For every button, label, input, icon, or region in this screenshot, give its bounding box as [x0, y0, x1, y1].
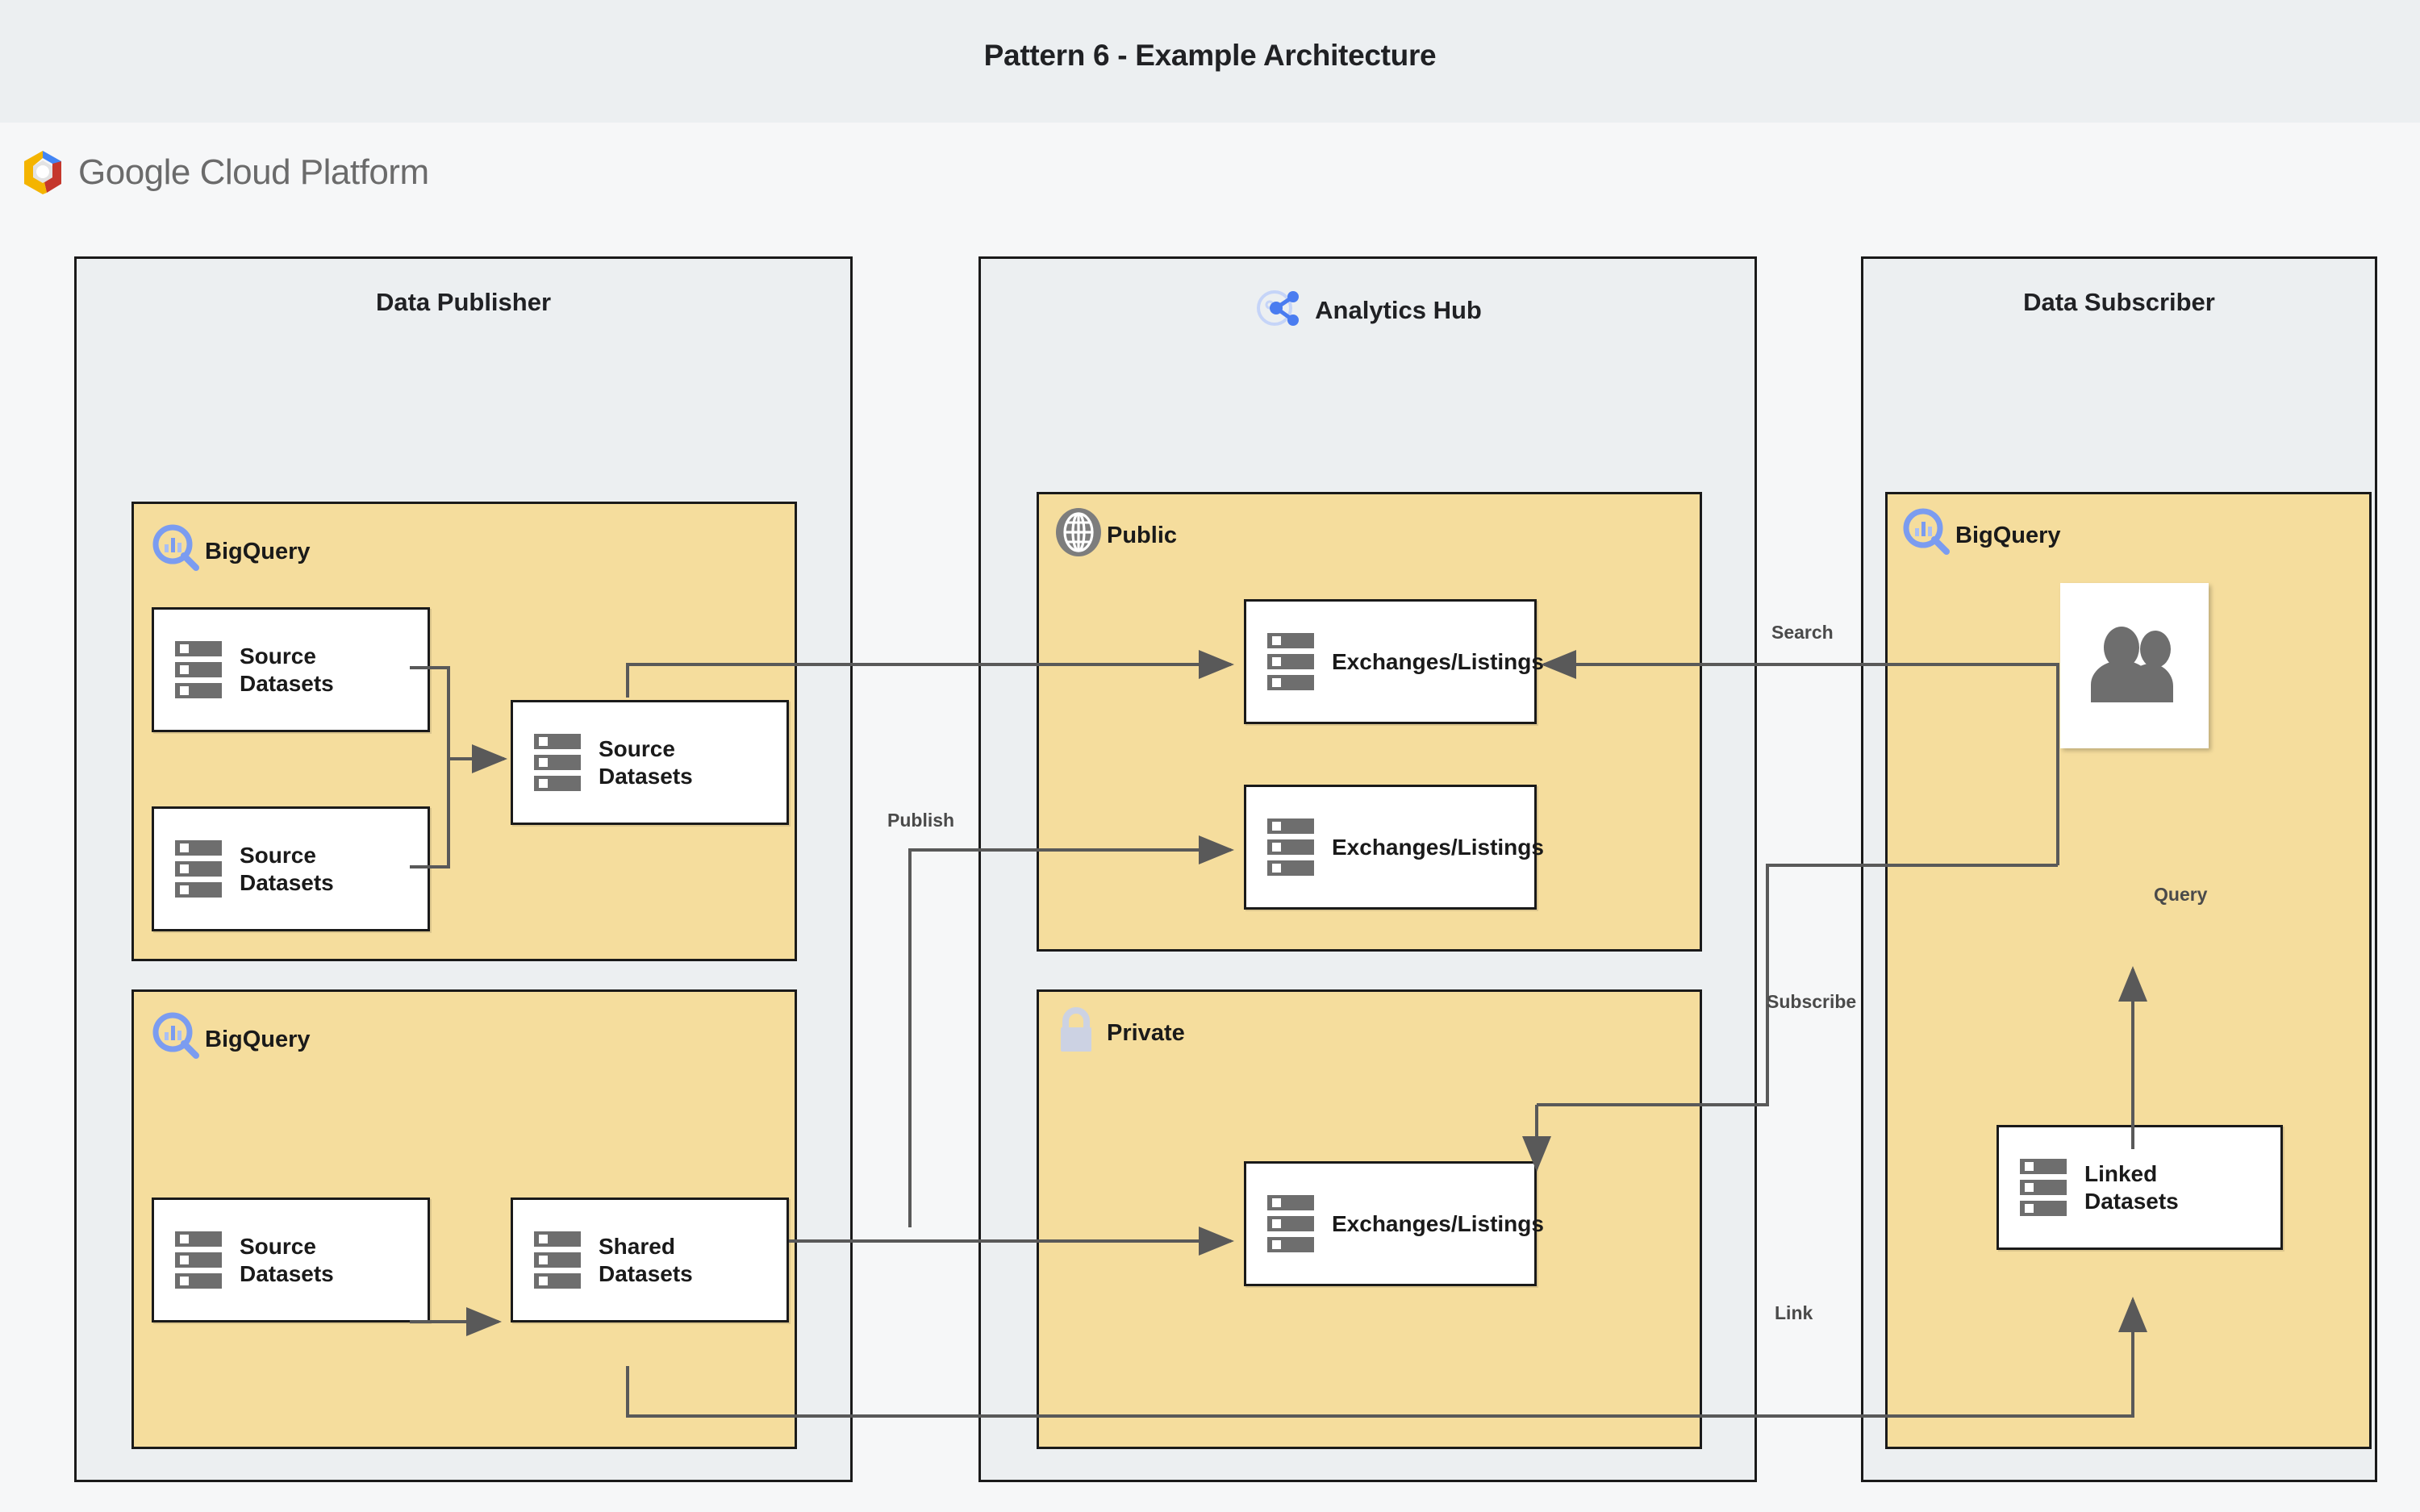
datasets-icon [175, 840, 222, 898]
analytics-hub-share-icon [1254, 283, 1304, 337]
node-source-datasets-1[interactable]: Source Datasets [152, 607, 430, 732]
edge-label-link: Link [1775, 1302, 1813, 1323]
node-label: Linked Datasets [2084, 1161, 2179, 1214]
node-label: Source Datasets [240, 843, 334, 895]
group-label-text: BigQuery [1955, 522, 2061, 548]
node-label: Exchanges/Listings [1332, 1210, 1544, 1236]
group-label-public: Public [1054, 507, 1177, 564]
bigquery-magnifier-icon [1902, 507, 1952, 564]
users-icon [2086, 625, 2183, 706]
edge-label-search: Search [1771, 622, 1834, 643]
node-source-datasets-3[interactable]: Source Datasets [511, 700, 789, 825]
brand-name: Google Cloud Platform [78, 152, 429, 192]
node-exchanges-listings-3[interactable]: Exchanges/Listings [1244, 1161, 1544, 1286]
group-label-private: Private [1054, 1005, 1185, 1061]
diagram-canvas: Google Cloud Platform Data Publisher Big… [0, 123, 2420, 1512]
datasets-icon [1267, 1195, 1314, 1252]
node-exchanges-listings-2[interactable]: Exchanges/Listings [1244, 785, 1544, 910]
zone-title-analytics-hub: Analytics Hub [981, 283, 1754, 337]
zone-title-data-publisher: Data Publisher [375, 288, 552, 316]
node-label: Source Datasets [599, 736, 693, 789]
group-label-text: Private [1107, 1019, 1185, 1046]
node-label: Exchanges/Listings [1332, 648, 1544, 674]
group-publisher-bigquery-bottom: BigQuery Source Datasets Shared Datasets [131, 989, 797, 1449]
node-source-datasets-4[interactable]: Source Datasets [152, 1198, 430, 1322]
datasets-icon [175, 641, 222, 698]
datasets-icon [175, 1231, 222, 1289]
group-label-text: BigQuery [205, 1026, 311, 1052]
datasets-icon [1267, 818, 1314, 876]
node-label: Shared Datasets [599, 1234, 693, 1286]
group-label-bigquery-top: BigQuery [152, 523, 311, 580]
datasets-icon [534, 734, 581, 791]
group-hub-private: Private Exchanges/Listings [1037, 989, 1702, 1449]
bigquery-magnifier-icon [152, 523, 202, 580]
google-cloud-hexagon-logo-icon [20, 149, 65, 196]
group-label-text: BigQuery [205, 538, 311, 564]
zone-title-data-subscriber: Data Subscriber [2023, 288, 2215, 316]
group-label-text: Public [1107, 522, 1178, 548]
title-band: Pattern 6 - Example Architecture [0, 0, 2420, 123]
zone-title-text: Analytics Hub [1315, 295, 1482, 324]
bigquery-magnifier-icon [152, 1011, 202, 1068]
group-subscriber-bigquery: BigQuery Lin [1885, 492, 2372, 1449]
node-label: Exchanges/Listings [1332, 834, 1544, 860]
padlock-icon [1054, 1005, 1099, 1061]
node-label: Source Datasets [240, 644, 334, 696]
edge-label-publish: Publish [887, 810, 955, 831]
node-source-datasets-2[interactable]: Source Datasets [152, 806, 430, 931]
group-hub-public: Public Exchanges/Listings Exchanges/List… [1037, 492, 1702, 952]
node-linked-datasets[interactable]: Linked Datasets [1996, 1125, 2283, 1250]
node-subscriber-users[interactable] [2060, 583, 2209, 748]
edge-label-query: Query [2154, 884, 2208, 905]
node-shared-datasets[interactable]: Shared Datasets [511, 1198, 789, 1322]
node-exchanges-listings-1[interactable]: Exchanges/Listings [1244, 599, 1544, 724]
datasets-icon [2020, 1159, 2067, 1216]
page-title: Pattern 6 - Example Architecture [983, 39, 1437, 72]
globe-icon [1054, 507, 1104, 564]
group-label-bigquery-subscriber: BigQuery [1902, 507, 2061, 564]
google-cloud-platform-logo: Google Cloud Platform [20, 149, 429, 196]
datasets-icon [1267, 633, 1314, 690]
edge-label-subscribe: Subscribe [1767, 991, 1857, 1012]
datasets-icon [534, 1231, 581, 1289]
group-label-bigquery-bottom: BigQuery [152, 1011, 311, 1068]
group-publisher-bigquery-top: BigQuery Source Datasets Source Datasets [131, 502, 797, 961]
node-label: Source Datasets [240, 1234, 334, 1286]
